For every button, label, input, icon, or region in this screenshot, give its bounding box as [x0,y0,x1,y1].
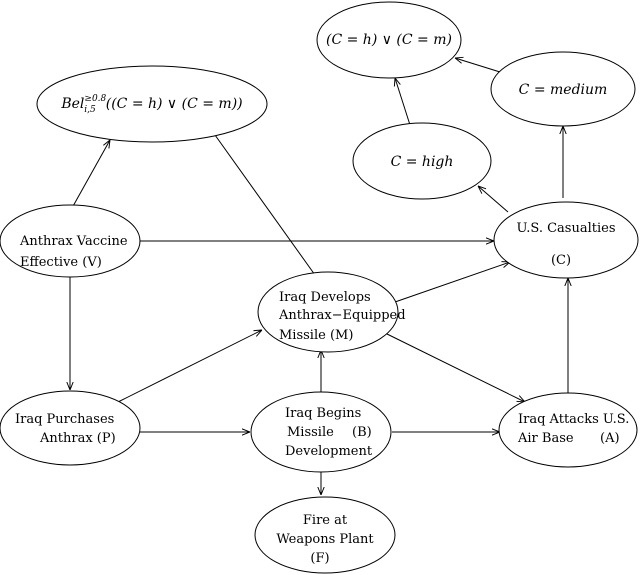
node-fire: Fire at Weapons Plant (F) [254,496,396,574]
edge-missile-to-belief [210,128,316,276]
node-fire-line2: Weapons Plant [276,532,374,547]
node-attacks-line2: Air Base [517,431,574,446]
belief-subscript: i,5 [84,105,96,115]
node-or-condition-label: (C = h) ∨ (C = m) [326,32,452,48]
node-begins-line1: Iraq Begins [285,406,361,421]
edge-missile-to-casualties [394,262,510,303]
node-vaccine: Anthrax Vaccine Effective (V) [0,204,141,278]
node-attacks-line1: Iraq Attacks U.S. [518,412,629,427]
belief-expression: ((C = h) ∨ (C = m)) [106,96,243,112]
node-attacks-line2b: (A) [600,431,620,446]
edge-purchases-to-missile [117,330,262,403]
edges [70,58,568,495]
node-or-condition: (C = h) ∨ (C = m) [316,1,462,79]
node-begins-line2b: (B) [352,425,372,440]
node-begins: Iraq Begins Missile (B) Development [250,391,392,473]
node-missile-line2: Anthrax−Equipped [278,308,406,323]
node-begins-line3: Development [285,444,373,459]
node-c-medium: C = medium [490,51,636,127]
node-c-high: C = high [352,122,492,200]
node-missile-line1: Iraq Develops [279,290,371,305]
node-missile: Iraq Develops Anthrax−Equipped Missile (… [257,271,406,353]
node-purchases-line1: Iraq Purchases [15,412,114,427]
node-purchases-line2: Anthrax (P) [39,431,116,446]
node-fire-line3: (F) [310,551,329,566]
node-c-high-label: C = high [391,154,454,170]
edge-medium-to-or [455,58,501,73]
node-fire-line1: Fire at [303,513,348,528]
node-casualties-line2: (C) [551,253,571,268]
node-attacks: Iraq Attacks U.S. Air Base (A) [498,392,638,468]
edge-casualties-to-high [478,186,509,213]
belief-superscript: ≥0.8 [84,94,106,104]
node-vaccine-line2: Effective (V) [20,255,102,270]
belief-prefix: Bel [60,96,84,112]
node-casualties-line1: U.S. Casualties [517,221,616,236]
node-purchases: Iraq Purchases Anthrax (P) [0,390,141,466]
edge-missile-to-attacks [384,332,525,402]
node-c-medium-label: C = medium [519,82,608,98]
node-casualties: U.S. Casualties (C) [493,201,639,279]
node-missile-line3: Missile (M) [279,328,353,343]
edge-high-to-or [395,78,411,126]
node-begins-line2: Missile [287,425,334,440]
edge-vaccine-to-belief [71,140,110,209]
node-vaccine-line1: Anthrax Vaccine [19,234,128,249]
